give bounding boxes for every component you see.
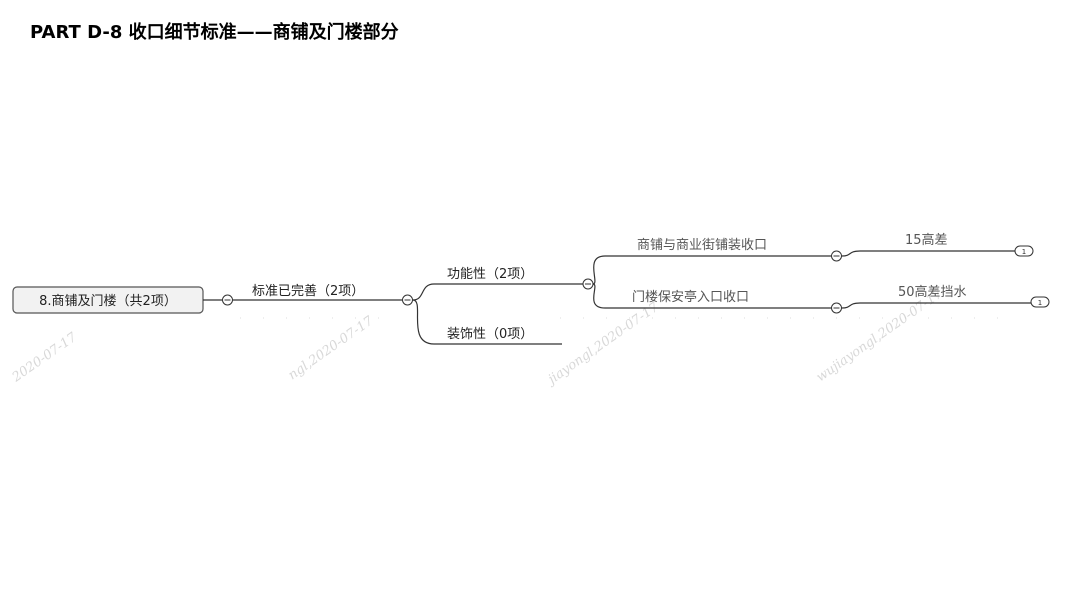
collapse-toggle-functional[interactable] bbox=[582, 278, 594, 290]
item-2-label[interactable]: 门楼保安亭入口收口 bbox=[632, 289, 749, 305]
collapse-toggle-root[interactable] bbox=[222, 294, 233, 306]
count-badge-1[interactable]: 1 bbox=[1014, 245, 1034, 257]
page-title: PART D-8 收口细节标准——商铺及门楼部分 bbox=[30, 22, 399, 43]
collapse-toggle-item-2[interactable] bbox=[831, 302, 842, 314]
root-node-label: 8.商铺及门楼（共2项） bbox=[39, 294, 177, 309]
item-1-child-label[interactable]: 15高差 bbox=[905, 232, 948, 248]
branch-label[interactable]: 标准已完善（2项） bbox=[252, 283, 364, 299]
item-2-child-label[interactable]: 50高差挡水 bbox=[898, 284, 967, 300]
count-badge-2[interactable]: 1 bbox=[1030, 296, 1050, 308]
count-badge-1-text: 1 bbox=[1022, 248, 1026, 256]
watermark-4: wujiayongl,2020-07-17 bbox=[814, 286, 947, 385]
root-node[interactable]: 8.商铺及门楼（共2项） bbox=[12, 286, 204, 314]
count-badge-2-text: 1 bbox=[1038, 299, 1042, 307]
decorative-label[interactable]: 装饰性（0项） bbox=[447, 327, 533, 342]
watermark-1: 2020-07-17 bbox=[9, 330, 80, 386]
collapse-toggle-item-1[interactable] bbox=[831, 250, 842, 262]
item-1-label[interactable]: 商铺与商业街铺装收口 bbox=[637, 238, 767, 253]
functional-label[interactable]: 功能性（2项） bbox=[447, 267, 533, 282]
collapse-toggle-branch[interactable] bbox=[402, 294, 413, 306]
connectors bbox=[203, 250, 1031, 345]
watermark-2: ngl,2020-07-17 bbox=[286, 313, 377, 383]
